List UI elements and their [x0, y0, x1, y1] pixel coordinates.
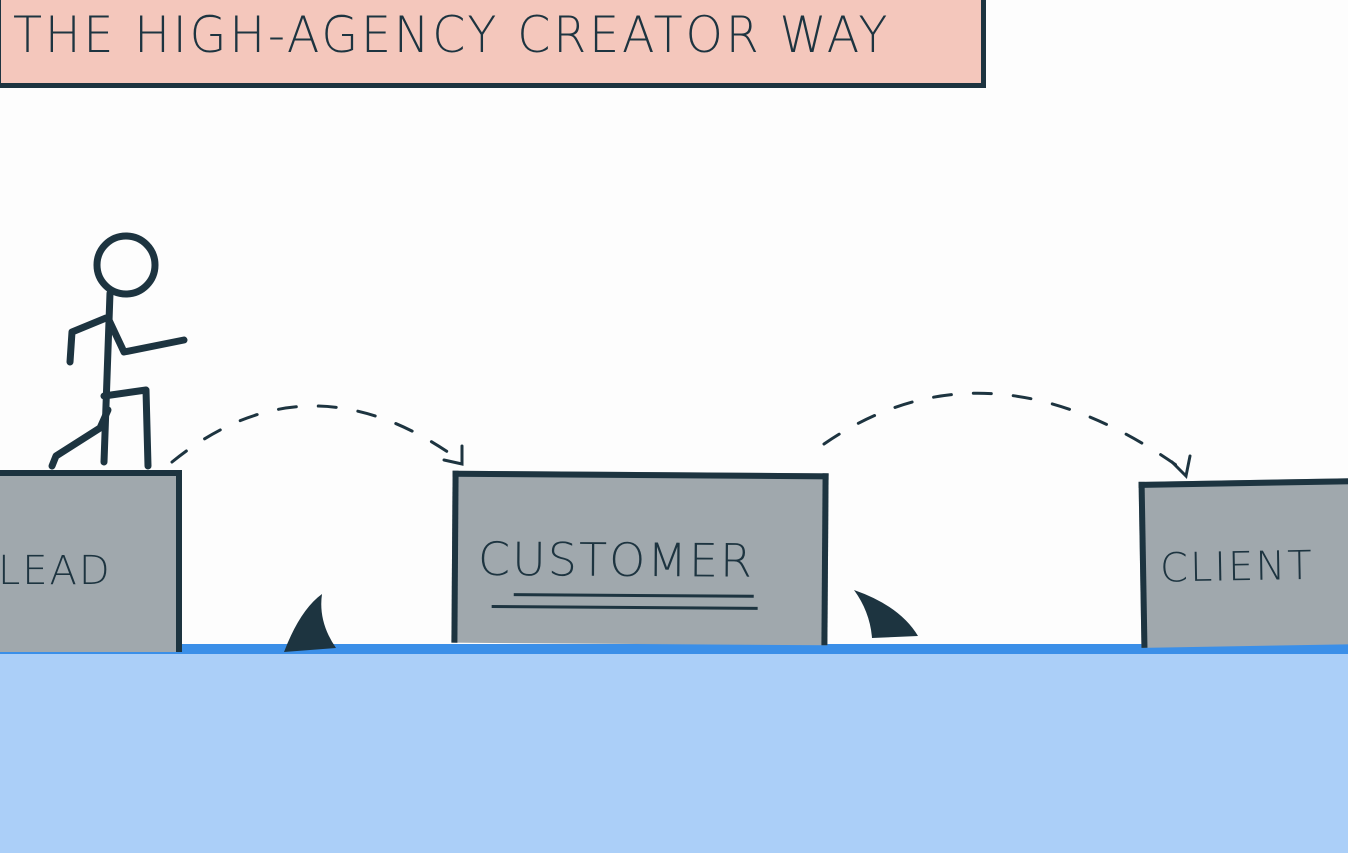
arrowhead-icon	[442, 444, 1192, 480]
banner-title: THE HIGH-AGENCY CREATOR WAY	[13, 6, 891, 64]
stick-figure-icon	[48, 232, 188, 470]
water	[0, 652, 1348, 853]
lead-label: LEAD	[0, 548, 112, 594]
jump-arc-icon	[170, 391, 1188, 474]
lead-block: LEAD	[0, 470, 182, 652]
title-banner: THE HIGH-AGENCY CREATOR WAY	[0, 0, 986, 88]
waterline	[0, 644, 1348, 654]
shark-fin-icon	[284, 590, 918, 652]
